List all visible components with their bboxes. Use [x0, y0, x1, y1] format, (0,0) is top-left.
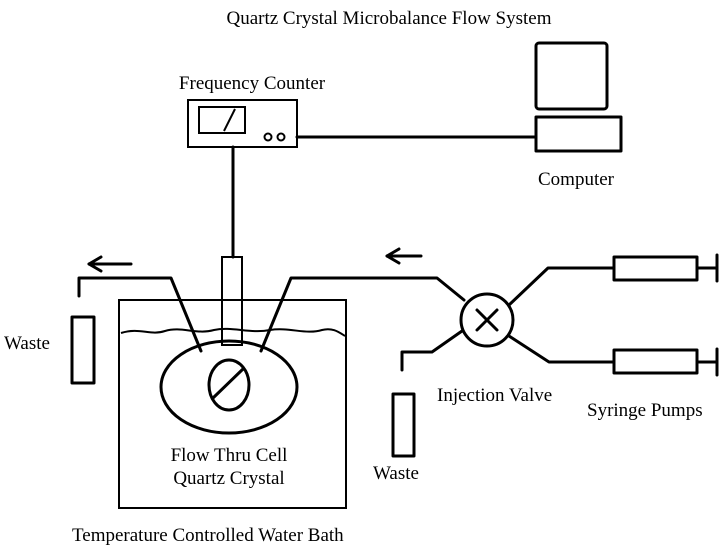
computer-icon [534, 41, 623, 153]
syringe-pump-upper [612, 253, 719, 283]
waste-label-left: Waste [4, 333, 50, 354]
valve-waste-tube [400, 329, 464, 372]
frequency-counter-label: Frequency Counter [179, 73, 326, 94]
waste-container-bottom [391, 392, 416, 458]
crystal-lead [211, 367, 245, 400]
water-surface [120, 327, 346, 337]
syringe-pumps-label: Syringe Pumps [587, 400, 703, 421]
injection-valve [459, 292, 515, 348]
flow-thru-cell [159, 339, 299, 435]
water-bath [118, 299, 347, 509]
flow-cell-label-line2: Quartz Crystal [173, 468, 284, 489]
waste-container-left [70, 315, 96, 385]
inlet-tube [259, 276, 466, 353]
outlet-tube [77, 276, 203, 353]
syringe-tube-upper [507, 266, 616, 307]
computer-label: Computer [538, 169, 615, 190]
syringe-tube-lower [507, 334, 616, 364]
flow-cell-label-line1: Flow Thru Cell [171, 445, 288, 466]
water-bath-label: Temperature Controlled Water Bath [72, 525, 344, 546]
inlet-flow-arrow [385, 247, 423, 265]
quartz-crystal [207, 358, 251, 412]
syringe-pump-lower [612, 347, 719, 377]
outlet-flow-arrow [87, 255, 133, 273]
frequency-counter [187, 99, 298, 148]
diagram-title: Quartz Crystal Microbalance Flow System [226, 8, 551, 29]
injection-valve-label: Injection Valve [437, 385, 552, 406]
waste-label-bottom: Waste [373, 463, 419, 484]
